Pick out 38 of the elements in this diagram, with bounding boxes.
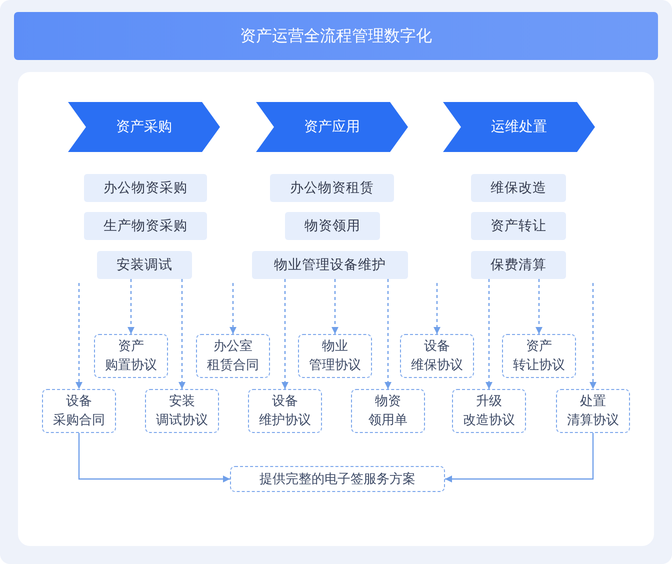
chevron-step: 资产应用 [256, 102, 408, 152]
arrow [128, 279, 134, 334]
activity-box: 物业管理设备维护 [252, 251, 408, 279]
title-bar: 资产运营全流程管理数字化 [14, 12, 658, 60]
arrow [178, 279, 186, 389]
contract-box: 物业管理协议 [298, 334, 372, 378]
contract-box: 资产转让协议 [502, 334, 576, 378]
activity-box: 办公物资采购 [84, 174, 207, 202]
activity-box: 生产物资采购 [84, 212, 207, 240]
arrow [230, 283, 236, 334]
arrow [590, 283, 596, 389]
activity-box: 办公物资租赁 [270, 174, 394, 202]
contract-box: 升级改造协议 [452, 389, 526, 433]
contract-box: 安装调试协议 [145, 389, 219, 433]
contract-box: 办公室租赁合同 [196, 334, 270, 378]
activity-box: 维保改造 [471, 174, 566, 202]
chevron-step: 运维处置 [443, 102, 595, 152]
arrow [434, 283, 440, 334]
contract-box: 资产购置协议 [94, 334, 168, 378]
chevron-step: 资产采购 [68, 102, 220, 152]
activity-box: 物资领用 [285, 212, 380, 240]
contract-box: 设备采购合同 [42, 389, 116, 433]
service-box: 提供完整的电子签服务方案 [230, 466, 445, 492]
arrow [282, 279, 288, 389]
arrow [486, 279, 492, 389]
arrow [332, 279, 338, 334]
activity-box: 保费清算 [471, 251, 566, 279]
arrow [536, 279, 542, 334]
arrow [384, 279, 392, 389]
activity-box: 资产转让 [471, 212, 566, 240]
contract-box: 设备维护协议 [248, 389, 322, 433]
arrow [78, 433, 230, 482]
arrow [445, 433, 594, 482]
contract-box: 处置清算协议 [556, 389, 630, 433]
contract-box: 物资领用单 [351, 389, 425, 433]
activity-box: 安装调试 [97, 251, 192, 279]
contract-box: 设备维保协议 [400, 334, 474, 378]
arrow [76, 283, 82, 389]
